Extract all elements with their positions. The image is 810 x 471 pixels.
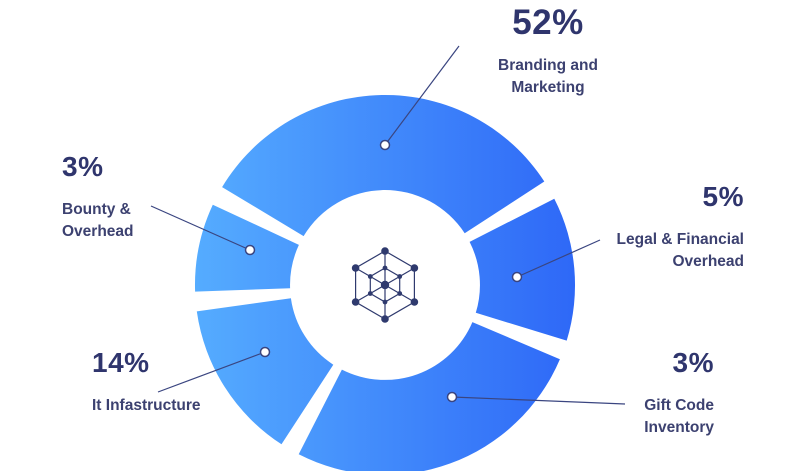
donut-segment-it xyxy=(196,298,334,445)
bounty-percent: 3% xyxy=(62,151,104,182)
marker-bounty xyxy=(244,244,256,256)
gift-label: Gift Code Inventory xyxy=(644,395,714,440)
gift-label-line2: Inventory xyxy=(644,419,714,437)
donut-segments xyxy=(194,94,576,471)
bounty-label-line1: Bounty & xyxy=(62,200,131,218)
marker-legal xyxy=(511,271,523,283)
leader-line-branding xyxy=(384,45,460,146)
donut-segment-gift xyxy=(298,322,560,471)
legal-label-line1: Legal & Financial xyxy=(616,230,744,248)
leader-line-legal xyxy=(516,239,601,278)
gift-label-line1: Gift Code xyxy=(644,396,714,414)
it-percent: 14% xyxy=(92,347,150,378)
marker-it xyxy=(259,346,271,358)
branding-label-line2: Marketing xyxy=(511,78,585,96)
leader-line-gift xyxy=(451,396,626,405)
donut-segment-legal xyxy=(469,198,576,341)
branding-label: Branding and Marketing xyxy=(468,55,628,100)
callout-it: 14% It Infastructure xyxy=(92,347,201,417)
network-cube-icon xyxy=(351,247,419,323)
it-label-line1: It Infastructure xyxy=(92,396,201,414)
segment-markers xyxy=(244,139,523,403)
bounty-label: Bounty & Overhead xyxy=(62,199,134,244)
legal-label-line2: Overhead xyxy=(672,253,744,271)
callout-branding: 52% Branding and Marketing xyxy=(468,3,628,100)
branding-label-line1: Branding and xyxy=(498,56,598,74)
gift-percent: 3% xyxy=(672,347,714,378)
donut-segment-branding xyxy=(222,94,545,237)
legal-percent: 5% xyxy=(702,181,744,212)
callout-gift: 3% Gift Code Inventory xyxy=(644,347,714,440)
legal-label: Legal & Financial Overhead xyxy=(617,229,744,274)
marker-branding xyxy=(379,139,391,151)
marker-gift xyxy=(446,391,458,403)
it-label: It Infastructure xyxy=(92,395,201,417)
branding-percent: 52% xyxy=(512,3,584,42)
callout-bounty: 3% Bounty & Overhead xyxy=(62,151,134,244)
leader-lines xyxy=(150,45,626,405)
leader-line-it xyxy=(157,351,266,393)
callout-legal: 5% Legal & Financial Overhead xyxy=(617,181,744,274)
bounty-label-line2: Overhead xyxy=(62,223,134,241)
leader-line-bounty xyxy=(150,205,251,251)
